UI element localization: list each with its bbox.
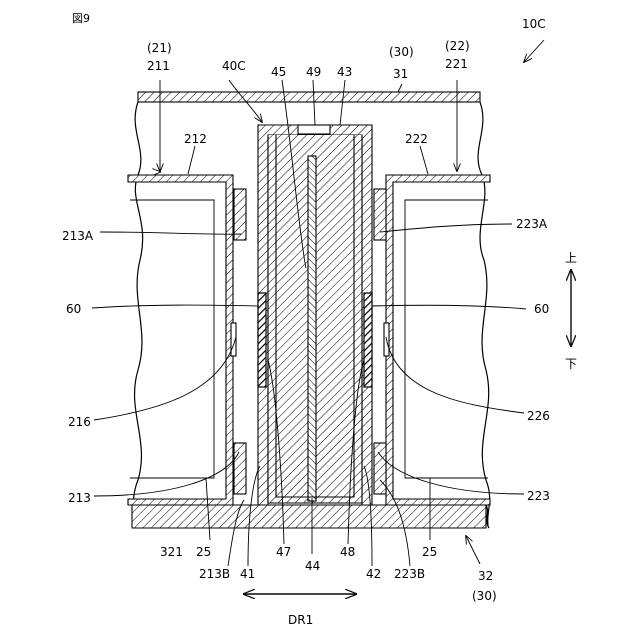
label-60-right: 60 bbox=[534, 302, 549, 316]
label-41: 41 bbox=[240, 567, 255, 581]
label-213B: 213B bbox=[199, 567, 230, 581]
label-321: 321 bbox=[160, 545, 183, 559]
insulator-60-right bbox=[364, 293, 372, 387]
label-211: 211 bbox=[147, 59, 170, 73]
label-223A: 223A bbox=[516, 217, 548, 231]
label-down: 下 bbox=[565, 357, 577, 371]
left-break-line bbox=[132, 102, 143, 525]
label-213A: 213A bbox=[62, 229, 94, 243]
cap-49 bbox=[298, 125, 330, 134]
insulator-60-left bbox=[258, 293, 266, 387]
label-32: 32 bbox=[478, 569, 493, 583]
label-30-bottom: (30) bbox=[472, 589, 497, 603]
label-21: (21) bbox=[147, 41, 172, 55]
label-up: 上 bbox=[565, 251, 577, 265]
label-25-left: 25 bbox=[196, 545, 211, 559]
ref-10C: 10C bbox=[522, 17, 546, 31]
label-49: 49 bbox=[306, 65, 321, 79]
bottom-plate-32 bbox=[132, 505, 486, 528]
label-223B: 223B bbox=[394, 567, 425, 581]
label-40C: 40C bbox=[222, 59, 246, 73]
label-60-left: 60 bbox=[66, 302, 81, 316]
label-22: (22) bbox=[445, 39, 470, 53]
label-212: 212 bbox=[184, 132, 207, 146]
label-223: 223 bbox=[527, 489, 550, 503]
label-47: 47 bbox=[276, 545, 291, 559]
right-electrode-25 bbox=[405, 200, 488, 478]
label-43: 43 bbox=[337, 65, 352, 79]
top-plate-31 bbox=[138, 92, 480, 102]
left-terminal-213 bbox=[234, 443, 246, 494]
left-terminal-213A bbox=[234, 189, 246, 240]
label-44: 44 bbox=[305, 559, 320, 573]
left-can-212 bbox=[128, 175, 233, 505]
label-216: 216 bbox=[68, 415, 91, 429]
label-222: 222 bbox=[405, 132, 428, 146]
label-48: 48 bbox=[340, 545, 355, 559]
label-213: 213 bbox=[68, 491, 91, 505]
label-DR1: DR1 bbox=[288, 613, 313, 627]
right-terminal-223 bbox=[374, 443, 386, 494]
center-plate-45 bbox=[308, 156, 316, 501]
label-30-top: (30) bbox=[389, 45, 414, 59]
label-42: 42 bbox=[366, 567, 381, 581]
label-221: 221 bbox=[445, 57, 468, 71]
label-25-right: 25 bbox=[422, 545, 437, 559]
label-45: 45 bbox=[271, 65, 286, 79]
right-terminal-223A bbox=[374, 189, 386, 240]
right-break-line bbox=[478, 102, 490, 525]
label-31: 31 bbox=[393, 67, 408, 81]
label-226: 226 bbox=[527, 409, 550, 423]
figure-title: 図9 bbox=[72, 12, 90, 25]
